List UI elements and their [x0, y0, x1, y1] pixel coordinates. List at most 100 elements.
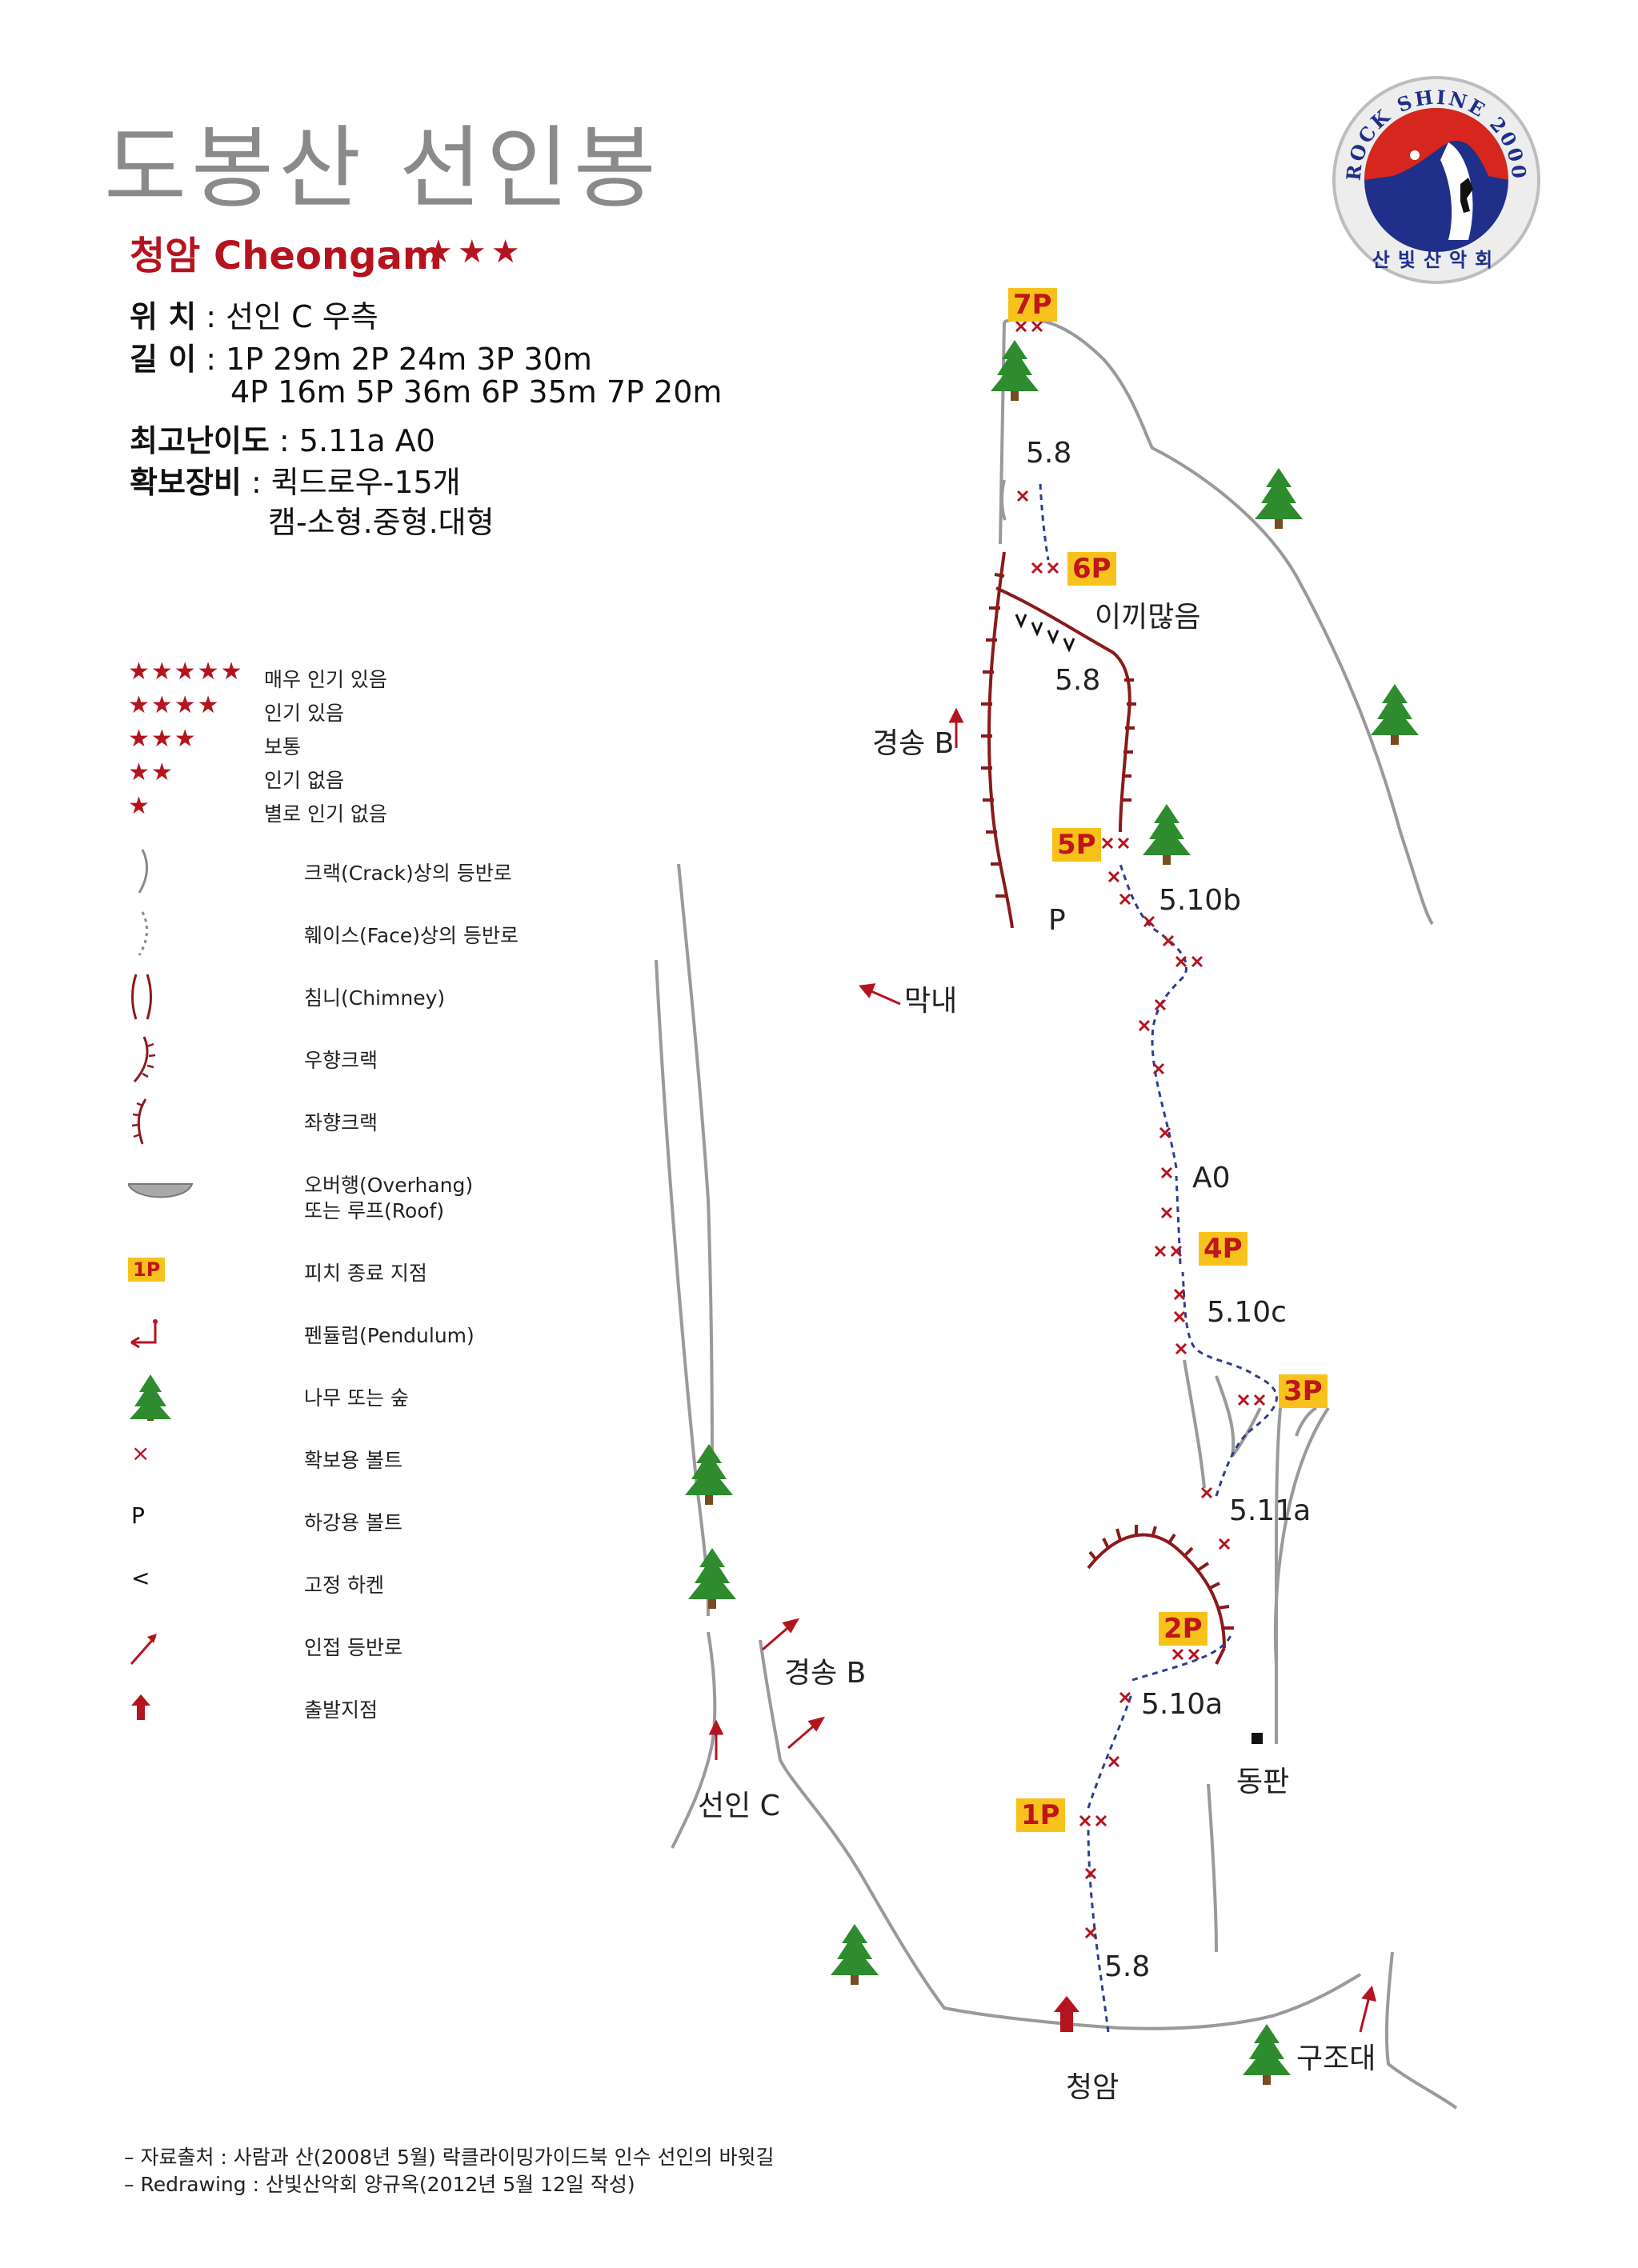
star-sparkle-icon: [1410, 150, 1420, 160]
grade-p5: 5.10b: [1159, 884, 1242, 917]
pitch-3-badge: 3P: [1279, 1374, 1328, 1408]
legend-label: 훼이스(Face)상의 등반로: [304, 924, 519, 947]
label-moss: 이끼많음: [1095, 601, 1201, 634]
pitch-2-badge: 2P: [1159, 1612, 1207, 1646]
chimney-icon: [131, 974, 152, 1020]
legend-label: 침니(Chimney): [304, 986, 446, 1010]
piton-icon: <: [131, 1565, 150, 1591]
rappel-bolt-label: P: [1048, 904, 1066, 937]
star-rating-icon: ★★: [128, 758, 174, 786]
pitch-end-icon: 1P: [128, 1248, 256, 1296]
tree-icon: [991, 340, 1039, 401]
grade-p6: 5.8: [1055, 664, 1101, 697]
tree-icon: [831, 1924, 879, 1985]
climber-icon: [1460, 178, 1473, 213]
label-gyeongsong-b-lower: 경송 B: [784, 1657, 867, 1690]
label-gyeongsong-b-upper: 경송 B: [872, 727, 955, 760]
legend-label: 하강용 볼트: [304, 1511, 402, 1534]
legend-label: 오버행(Overhang): [304, 1174, 474, 1197]
legend-label: 별로 인기 없음: [264, 802, 387, 826]
length-label: 길 이: [130, 342, 197, 377]
legend-label: 매우 인기 있음: [264, 668, 387, 691]
left-crack-icon: [131, 1098, 147, 1145]
grade-p2: 5.10a: [1141, 1688, 1223, 1721]
right-crack-icon: [133, 1036, 156, 1082]
pitch-5-badge: 5P: [1052, 828, 1101, 862]
gear-line-1: : 퀵드로우-15개: [250, 465, 461, 500]
pitch-7-badge: 7P: [1008, 288, 1057, 322]
legend-label: 피치 종료 지점: [304, 1262, 427, 1285]
rappel-bolt-icon: P: [131, 1502, 145, 1529]
club-logo: ROCK SHINE 2000 산빛산악회: [1332, 76, 1540, 284]
label-seonin-c: 선인 C: [698, 1790, 780, 1822]
start-arrow-icon: [1054, 1996, 1079, 2032]
page-title: 도봉산 선인봉: [104, 117, 661, 221]
legend-label: 고정 하켄: [304, 1574, 384, 1597]
legend-label: 펜듈럼(Pendulum): [304, 1324, 475, 1347]
legend-label: 크랙(Crack)상의 등반로: [304, 862, 512, 885]
difficulty-label: 최고난이도: [130, 423, 270, 458]
difficulty-row: 최고난이도 : 5.11a A0: [130, 416, 435, 460]
adjacent-route-arrows: [708, 707, 1377, 2033]
lower-crack: [1087, 1525, 1234, 1665]
piton-row: [1015, 614, 1075, 653]
start-icon: [131, 1694, 150, 1720]
star-rating-icon: ★★★: [128, 725, 198, 753]
pitch-1-badge: 1P: [1016, 1798, 1065, 1832]
location-value: : 선인 C 우측: [206, 299, 378, 334]
footer-source: – 자료출처 : 사람과 산(2008년 5월) 락클라이밍가이드북 인수 선인…: [124, 2146, 775, 2169]
tree-icon: [688, 1548, 736, 1609]
tree-icon: [1255, 468, 1303, 529]
pitch-badge: 1P: [128, 1258, 166, 1282]
legend-label-2: 또는 루프(Roof): [304, 1199, 445, 1222]
label-dongpan: 동판: [1236, 1766, 1290, 1798]
tree-icon: [130, 1374, 171, 1421]
route-name: 청암 Cheongam: [130, 234, 443, 278]
difficulty-value: : 5.11a A0: [278, 423, 435, 458]
adjacent-route-icon: [130, 1634, 157, 1665]
crack-icon: [138, 849, 148, 894]
legend-label: 확보용 볼트: [304, 1449, 402, 1472]
location-label: 위 치: [130, 299, 197, 334]
footer-credits: – 자료출처 : 사람과 산(2008년 5월) 락클라이밍가이드북 인수 선인…: [124, 2144, 774, 2198]
logo-club-text: 산빛산악회: [1372, 249, 1500, 271]
legend-label: 인접 등반로: [304, 1636, 402, 1659]
legend-label: 우향크랙: [304, 1049, 378, 1072]
chimney-crack: [981, 551, 1136, 929]
legend-label: 보통: [264, 735, 302, 758]
star-rating-icon: ★★★★: [128, 691, 221, 719]
length-row: 길 이 : 1P 29m 2P 24m 3P 30m: [130, 334, 592, 378]
tree-icon: [1243, 2024, 1291, 2085]
tree-group: [685, 340, 1419, 2085]
tree-icon: [1143, 804, 1191, 865]
rock-outlines: [655, 317, 1458, 2110]
grade-p1: 5.8: [1104, 1950, 1151, 1983]
location-row: 위 치 : 선인 C 우측: [130, 292, 378, 336]
length-line-2: 4P 16m 5P 36m 6P 35m 7P 20m: [230, 374, 723, 410]
grade-p4: 5.10c: [1207, 1296, 1287, 1329]
legend-label: 출발지점: [304, 1698, 378, 1722]
pitch-6-badge: 6P: [1067, 552, 1116, 586]
pitch-4-badge: 4P: [1199, 1232, 1248, 1266]
length-line-1: : 1P 29m 2P 24m 3P 30m: [206, 342, 592, 377]
gear-line-2: 캠-소형.중형.대형: [268, 505, 495, 540]
bolt-markers: [1015, 320, 1266, 1939]
legend-label: 나무 또는 숲: [304, 1386, 409, 1410]
tree-icon: [685, 1444, 733, 1505]
label-maknae: 막내: [904, 985, 958, 1018]
grade-p7: 5.8: [1026, 437, 1072, 470]
bolt-icon: ×: [131, 1440, 150, 1466]
gear-label: 확보장비: [130, 465, 242, 500]
star-rating-icon: ★: [128, 792, 151, 820]
gear-row: 확보장비 : 퀵드로우-15개: [130, 458, 461, 502]
overhang-icon: [128, 1183, 194, 1198]
route-rating-stars: ★★★: [424, 234, 525, 270]
pendulum-icon: [130, 1319, 158, 1349]
legend-label: 좌향크랙: [304, 1111, 378, 1134]
star-rating-icon: ★★★★★: [128, 658, 244, 686]
route-line: [1039, 483, 1278, 2033]
legend-label: 인기 있음: [264, 702, 344, 725]
label-gujodae: 구조대: [1296, 2042, 1376, 2075]
footer-redrawing: – Redrawing : 산빛산악회 양규옥(2012년 5월 12일 작성): [124, 2173, 635, 2196]
